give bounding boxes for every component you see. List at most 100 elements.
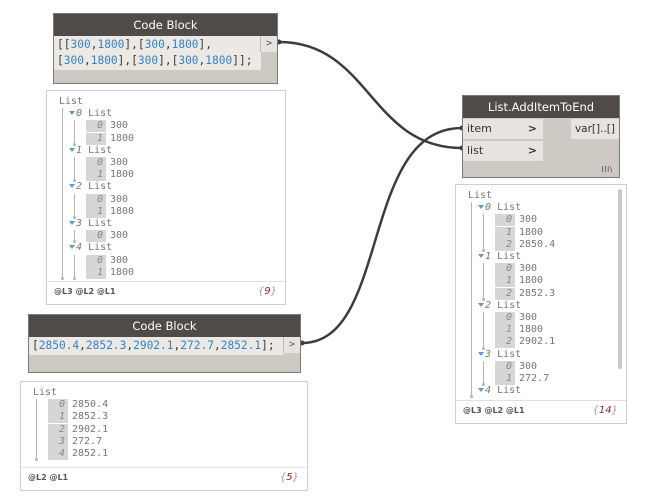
list-levels[interactable]: @L2 @L1 xyxy=(28,473,69,482)
list-label: List xyxy=(497,251,522,262)
sublist-header[interactable]: 1 List xyxy=(478,251,521,263)
sublist-header[interactable]: 1 List xyxy=(69,145,112,157)
sublist-index: 0 xyxy=(485,202,492,214)
node-title[interactable]: Code Block xyxy=(54,14,277,36)
item-index: 0 xyxy=(495,312,515,324)
item-value: 2850.4 xyxy=(72,399,109,411)
code-punctuation: ],[ xyxy=(117,54,138,67)
collapse-triangle-icon[interactable] xyxy=(69,245,75,250)
list-levels[interactable]: @L3 @L2 @L1 xyxy=(463,406,525,415)
wire-codeblock2-to-item[interactable] xyxy=(301,126,463,345)
item-index: 1 xyxy=(495,324,515,337)
sublist-header[interactable]: 4 List xyxy=(478,385,521,397)
output-port[interactable]: var[]..[] xyxy=(571,119,619,139)
lacing-icon[interactable]: III\ xyxy=(601,165,613,174)
item-index: 2 xyxy=(495,238,515,251)
code-number: 300 xyxy=(70,38,91,51)
code-punctuation: , xyxy=(126,339,134,352)
scrollbar[interactable] xyxy=(618,189,622,369)
code-punctuation: , xyxy=(164,38,172,51)
sublist-header[interactable]: 4 List xyxy=(69,242,112,254)
collapse-triangle-icon[interactable] xyxy=(478,302,484,307)
tree-guide-dot xyxy=(482,249,485,252)
collapse-triangle-icon[interactable] xyxy=(69,184,75,189)
collapse-triangle-icon[interactable] xyxy=(478,254,484,258)
list-label: List xyxy=(88,181,113,193)
list-label: List xyxy=(88,218,113,229)
code-punctuation: , xyxy=(173,339,181,352)
input-port-list[interactable]: list > xyxy=(463,141,543,161)
item-index: 0 xyxy=(495,214,515,227)
chevron-right-icon: > xyxy=(527,144,537,157)
item-index: 0 xyxy=(86,254,106,267)
code-block-node-2[interactable]: Code Block [2850.4,2852.3,2902.1,272.7,2… xyxy=(28,314,301,373)
collapse-triangle-icon[interactable] xyxy=(478,351,484,356)
item-value: 1800 xyxy=(519,226,544,238)
tree-guide-dot xyxy=(482,383,485,387)
code-number: 300 xyxy=(63,54,84,67)
code-number: 300 xyxy=(144,38,165,51)
sublist-header[interactable]: 2 List xyxy=(69,181,112,193)
collapse-triangle-icon[interactable] xyxy=(69,147,75,152)
code-number: 2852.3 xyxy=(85,339,127,352)
item-value: 300 xyxy=(519,360,538,372)
preview-footer: @L3 @L2 @L1 {9} xyxy=(47,281,285,304)
sublist-header[interactable]: 3 List xyxy=(69,218,112,230)
preview-footer: @L3 @L2 @L1 {14} xyxy=(456,400,626,423)
item-value: 1800 xyxy=(110,205,135,217)
output-port[interactable]: > xyxy=(283,337,300,353)
code-editor[interactable]: [2850.4,2852.3,2902.1,272.7,2852.1]; xyxy=(29,337,284,355)
code-number: 272.7 xyxy=(180,339,214,352)
node-title[interactable]: List.AddItemToEnd xyxy=(463,96,619,118)
sublist-header[interactable]: 2 List xyxy=(478,300,521,312)
item-index: 1 xyxy=(495,275,515,288)
list-label: List xyxy=(59,96,84,107)
sublist-header[interactable]: 3 List xyxy=(478,349,521,361)
item-count: {9} xyxy=(257,286,277,297)
item-index: 2 xyxy=(495,287,515,300)
sublist-index: 1 xyxy=(485,251,492,262)
list-header: List xyxy=(59,96,83,108)
item-index: 0 xyxy=(86,157,106,169)
code-line: [300,1800],[300],[300,1800]]; xyxy=(57,53,258,69)
node-title[interactable]: Code Block xyxy=(29,315,300,337)
add-item-to-end-node[interactable]: List.AddItemToEnd item > list > var[]..[… xyxy=(462,95,620,178)
sublist-index: 0 xyxy=(76,108,83,120)
sublist-index: 4 xyxy=(76,242,83,254)
collapse-triangle-icon[interactable] xyxy=(478,205,484,210)
tree-guide-dot xyxy=(73,142,76,146)
list-levels[interactable]: @L3 @L2 @L1 xyxy=(54,287,116,296)
input-port-item[interactable]: item > xyxy=(463,119,543,139)
code-editor[interactable]: [[300,1800],[300,1800],[300,1800],[300],… xyxy=(54,36,261,70)
item-value: 300 xyxy=(110,230,129,242)
code-line: [2850.4,2852.3,2902.1,272.7,2852.1]; xyxy=(32,338,281,354)
output-port[interactable]: > xyxy=(260,36,277,52)
tree-guide-line xyxy=(36,399,37,461)
code-line: [[300,1800],[300,1800], xyxy=(57,37,258,53)
code-block-node-1[interactable]: Code Block [[300,1800],[300,1800],[300,1… xyxy=(53,13,278,84)
tree-guide-line xyxy=(483,263,484,298)
item-index: 1 xyxy=(86,132,106,145)
sublist-header[interactable]: 0 List xyxy=(69,108,112,120)
collapse-triangle-icon[interactable] xyxy=(69,111,75,116)
tree-guide-line xyxy=(74,254,75,277)
code-punctuation: [ xyxy=(32,339,39,352)
collapse-triangle-icon[interactable] xyxy=(478,388,484,393)
wire-codeblock1-to-list[interactable] xyxy=(278,40,463,150)
item-index: 0 xyxy=(495,360,515,373)
collapse-triangle-icon[interactable] xyxy=(69,221,75,225)
sublist-index: 3 xyxy=(76,218,83,229)
sublist-header[interactable]: 0 List xyxy=(478,202,521,214)
tree-guide-line xyxy=(483,214,484,249)
item-index: 0 xyxy=(86,230,106,243)
item-value: 2852.1 xyxy=(72,448,109,459)
